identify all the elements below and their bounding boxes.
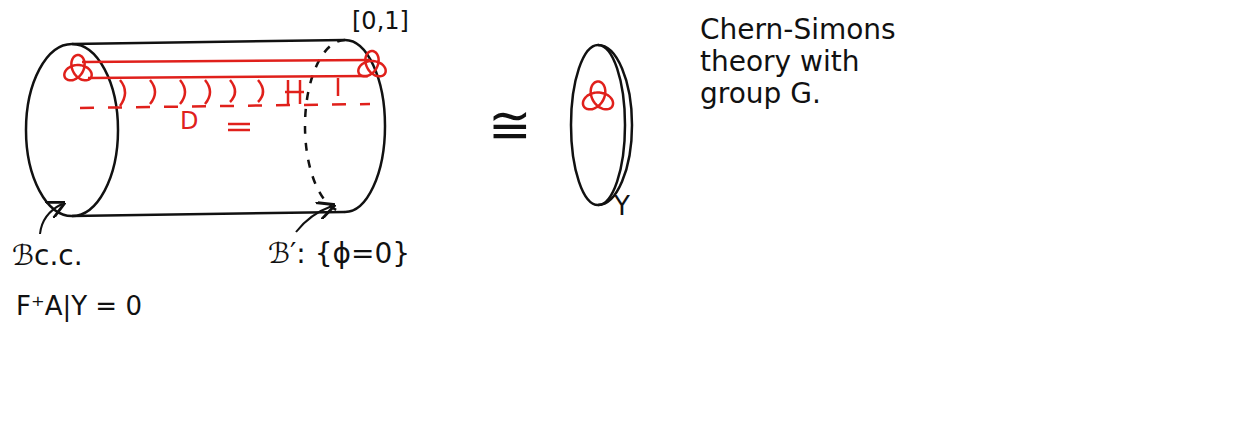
boundary-label: ℬc.c. [12,240,83,272]
knot-symbol [583,82,613,110]
interval-label: [0,1] [352,8,409,36]
space-label: Y [614,192,630,222]
equivalence-symbol: ≅ [488,96,532,156]
knot-symbol [358,51,385,76]
theory-note: Chern-Simons theory with group G. [700,14,910,111]
cylinder [26,40,385,216]
surface-label: D [180,108,198,136]
disk-y [571,45,632,205]
surface-sheet [80,60,370,130]
knot-symbol [64,55,91,80]
equation-label: F⁺A|Y = 0 [16,292,142,322]
boundary-label: ℬ′: {ϕ=0} [268,238,410,270]
leader-arrows [40,204,332,234]
